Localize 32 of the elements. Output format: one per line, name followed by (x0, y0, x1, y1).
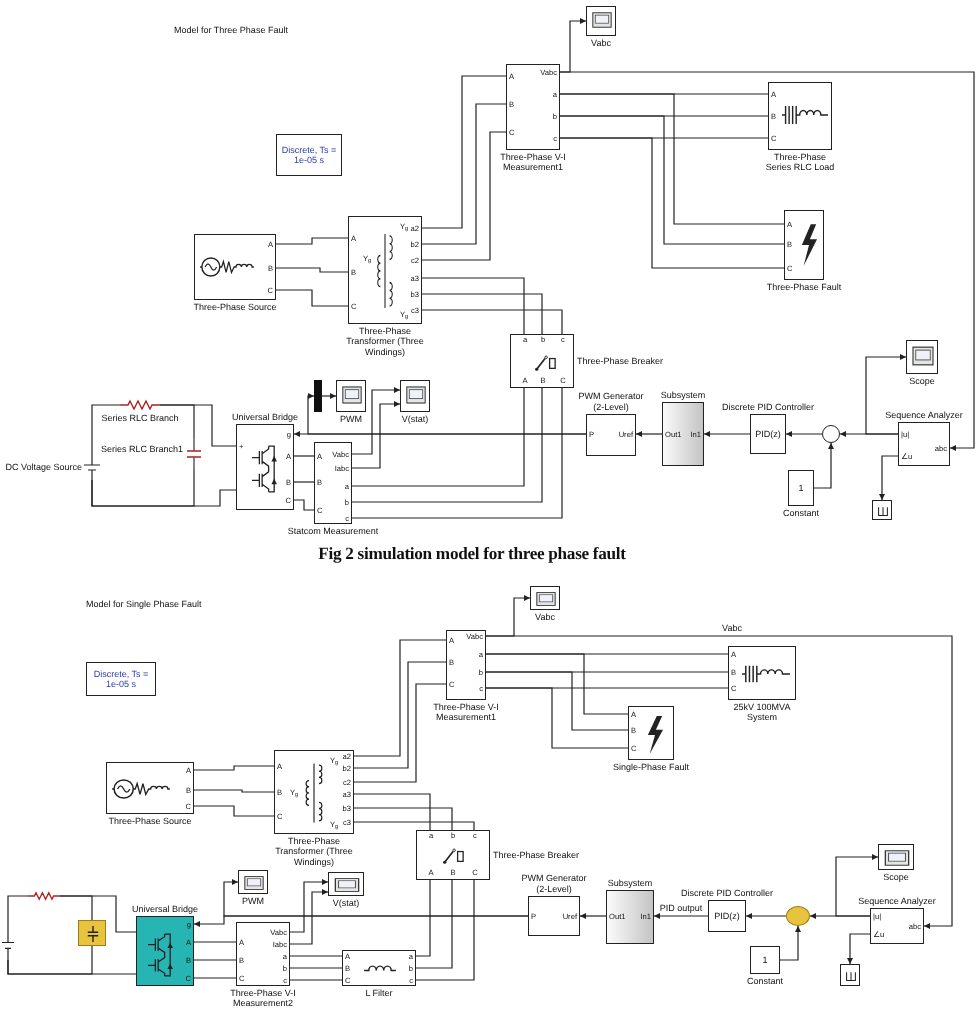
signal-arrow (653, 913, 709, 919)
signal-arrow (847, 933, 871, 965)
signal-arrow (865, 354, 907, 435)
signal-arrow (785, 431, 823, 437)
signal-arrow (745, 913, 787, 919)
signal-arrow (485, 635, 953, 929)
figure-caption: Fig 2 simulation model for three phase fault (318, 544, 626, 564)
signal-arrow (879, 455, 899, 501)
signal-arrow (813, 442, 834, 489)
signal-arrow (579, 913, 607, 919)
solver-block (86, 662, 156, 696)
signal-arrow (289, 889, 329, 945)
battery-symbol (2, 932, 14, 960)
summing-junction (822, 425, 840, 443)
signal-arrow (835, 854, 879, 917)
signal-arrow (351, 387, 401, 455)
terminator-block (840, 964, 860, 986)
signal-arrow (559, 71, 975, 451)
signal-arrow (307, 393, 587, 435)
capacitor-block (78, 920, 106, 946)
bus-bar (314, 380, 322, 412)
resistor-symbol (28, 892, 60, 900)
signal-arrow (289, 879, 329, 933)
signal-arrow (321, 393, 337, 399)
signal-arrow (779, 925, 801, 961)
solver-block (276, 134, 342, 176)
signal-arrow (635, 431, 663, 437)
signal-arrow (351, 401, 401, 469)
terminator-block (872, 500, 892, 520)
signal-arrow (223, 879, 529, 917)
summing-junction (786, 906, 810, 926)
signal-arrow (703, 431, 751, 437)
